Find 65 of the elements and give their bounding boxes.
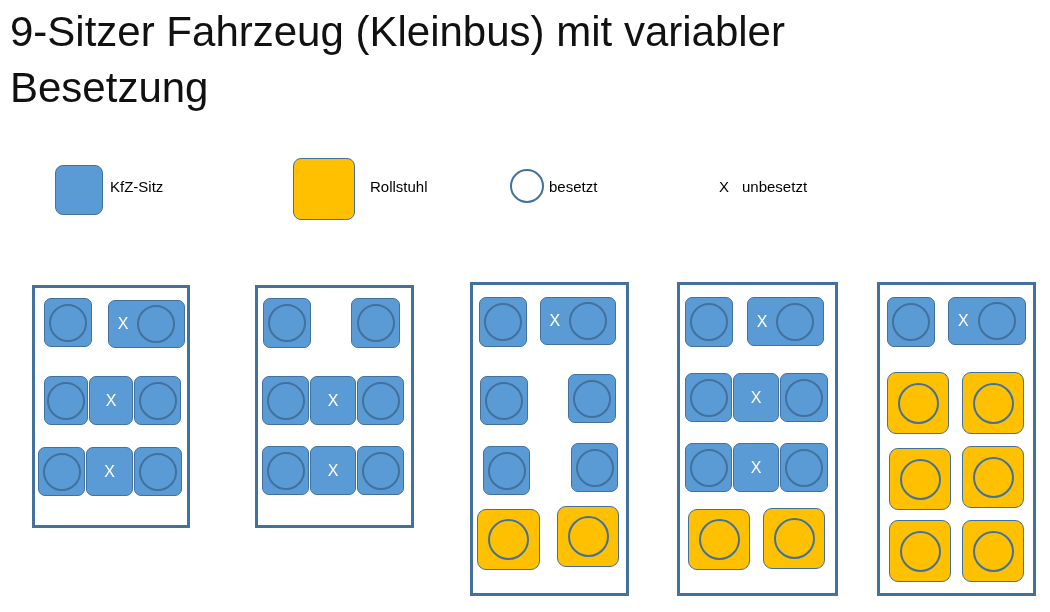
occupied-circle	[972, 382, 1014, 424]
seat	[540, 297, 616, 345]
seat	[351, 298, 400, 348]
occupied-circle	[897, 382, 939, 424]
unoccupied-mark: X	[750, 388, 762, 407]
wheelchair-space	[962, 372, 1024, 434]
legend-symbol: X	[719, 178, 729, 196]
vehicle-outline	[877, 282, 1036, 596]
seat	[310, 376, 356, 425]
occupied-circle	[488, 519, 529, 560]
seat	[86, 447, 133, 496]
occupied-circle	[698, 519, 740, 560]
unoccupied-mark: X	[327, 391, 339, 410]
legend-label: unbesetzt	[742, 178, 808, 196]
legend-label: KfZ-Sitz	[110, 178, 164, 196]
unoccupied-mark: X	[327, 461, 339, 480]
occupied-circle	[776, 302, 815, 341]
unoccupied-mark: X	[958, 312, 969, 330]
occupied-circle	[972, 456, 1014, 498]
occupied-circle	[773, 518, 815, 559]
occupied-circle	[356, 304, 395, 342]
wheelchair-space	[962, 446, 1024, 508]
seat	[310, 446, 356, 495]
occupied-circle	[899, 458, 941, 500]
seat	[108, 300, 185, 348]
occupied-circle	[137, 305, 176, 343]
unoccupied-mark: X	[750, 458, 762, 477]
wheelchair-space	[763, 508, 825, 569]
wheelchair-space	[557, 506, 619, 567]
wheelchair-space	[887, 372, 949, 434]
legend-label: besetzt	[549, 178, 598, 196]
vehicle-outline	[255, 285, 414, 528]
occupied-circle	[892, 303, 930, 341]
seat	[479, 297, 527, 347]
unoccupied-mark: X	[104, 462, 115, 481]
unoccupied-mark: X	[756, 312, 768, 331]
title: 9-Sitzer Fahrzeug (Kleinbus) mit variabler Besetzung	[10, 7, 786, 113]
occupied-circle	[977, 302, 1016, 340]
wheelchair-space	[477, 509, 540, 570]
seat	[887, 297, 935, 347]
wheelchair-space	[889, 448, 951, 510]
occupied-circle	[690, 303, 728, 341]
unoccupied-mark: X	[117, 315, 129, 333]
seat	[685, 297, 733, 347]
seat	[747, 297, 824, 346]
unoccupied-mark: X	[549, 312, 561, 330]
vehicle-outline	[677, 282, 838, 596]
occupied-circle	[899, 530, 941, 572]
vehicle-outline	[32, 285, 190, 528]
wheelchair-space	[688, 509, 750, 570]
occupied-circle	[568, 302, 607, 340]
occupied-circle	[268, 304, 306, 342]
legend-label: Rollstuhl	[370, 178, 428, 196]
seat	[263, 298, 311, 348]
occupied-circle	[567, 516, 609, 557]
vehicle-outline	[470, 282, 629, 596]
unoccupied-mark: X	[105, 391, 117, 410]
seat	[948, 297, 1026, 345]
wheelchair-space	[962, 520, 1024, 582]
seat	[733, 373, 779, 422]
wheelchair-space	[889, 520, 951, 582]
occupied-circle	[972, 530, 1014, 572]
seat	[89, 376, 133, 425]
seat	[733, 443, 779, 492]
occupied-circle	[484, 303, 522, 341]
